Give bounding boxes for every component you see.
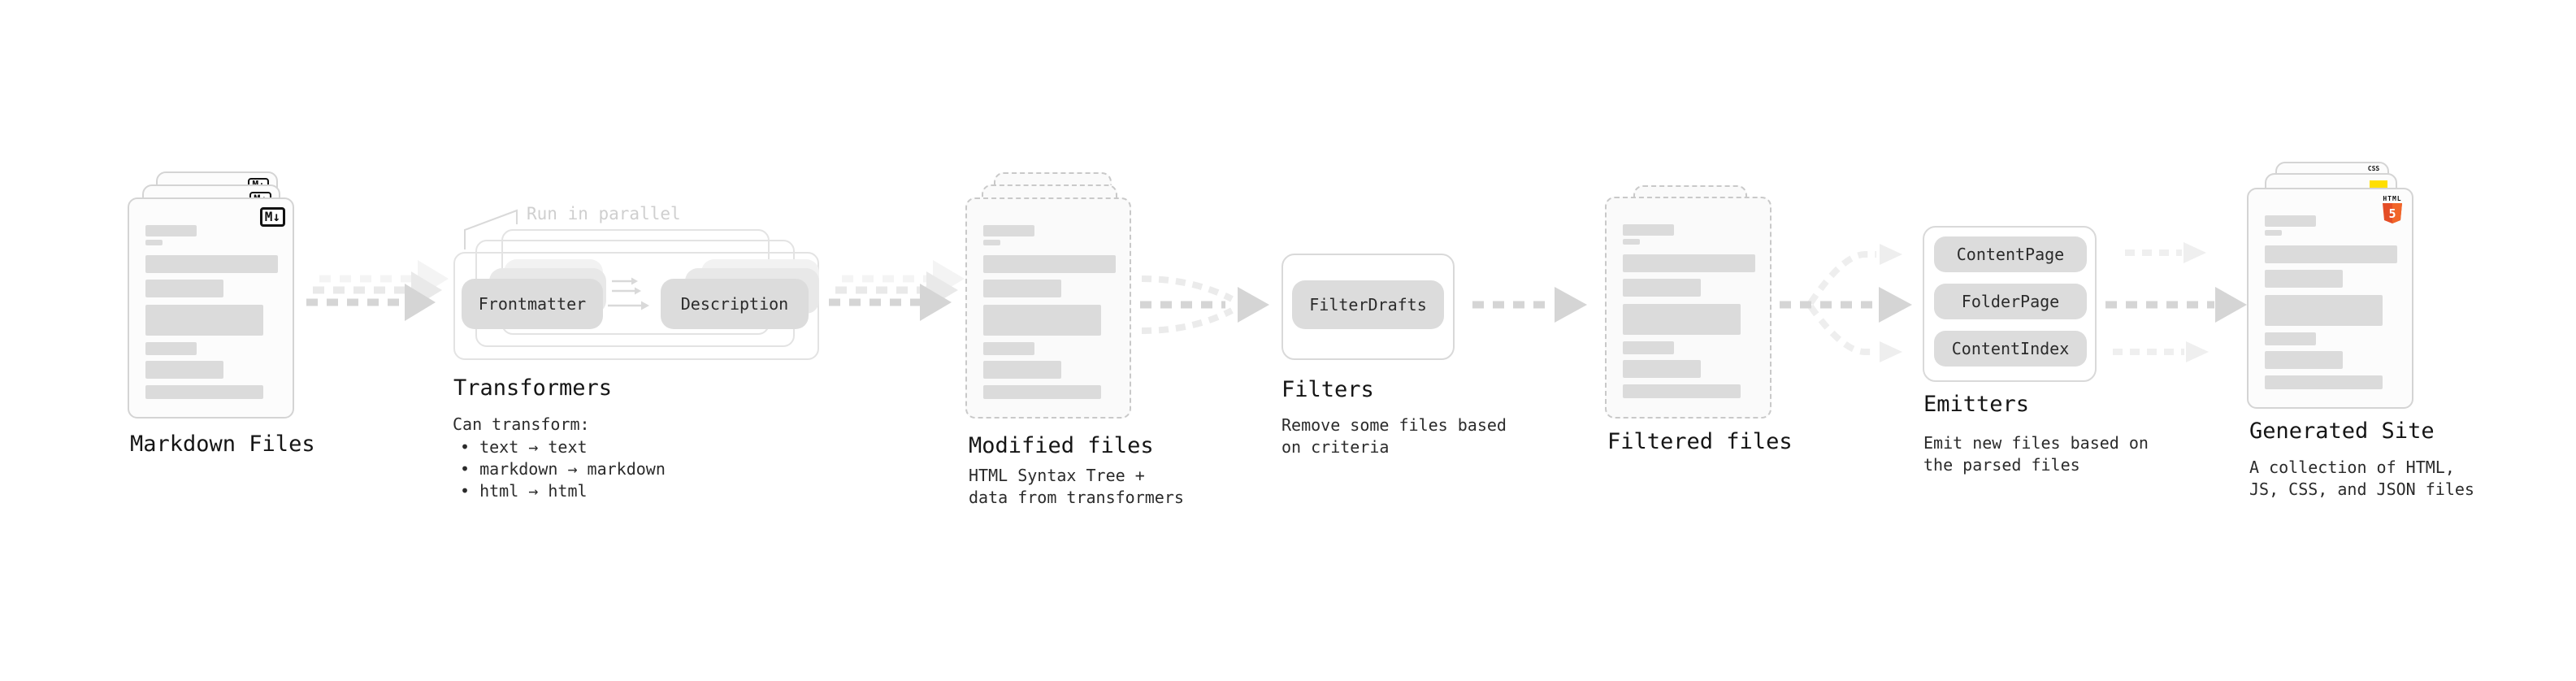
transformers-bullet: • markdown → markdown (460, 459, 666, 479)
frontmatter-pill: Frontmatter (462, 279, 603, 329)
generated-site-desc: JS, CSS, and JSON files (2249, 479, 2474, 499)
doc-text-bar (983, 385, 1101, 399)
svg-text:5: 5 (2388, 206, 2396, 221)
emitters-desc: Emit new files based on (1923, 433, 2149, 453)
html5-icon: HTML 5 (2381, 195, 2404, 228)
doc-text-bar (145, 361, 223, 379)
doc-text-bar (2265, 215, 2316, 227)
modified-file-card-front (965, 197, 1131, 419)
arrow-transformers-to-modified (829, 260, 965, 321)
doc-text-bar (983, 361, 1061, 379)
doc-text-bar (1623, 279, 1701, 297)
transformers-desc-heading: Can transform: (453, 414, 590, 434)
doc-text-bar (983, 225, 1034, 236)
transformers-bullet: • html → html (460, 481, 588, 501)
modified-files-desc: HTML Syntax Tree + (969, 466, 1145, 485)
doc-text-bar (1623, 304, 1741, 335)
doc-text-bar (145, 342, 197, 355)
arrow-emitters-to-generated (2105, 242, 2247, 362)
doc-text-bar (983, 342, 1034, 355)
doc-text-bar (983, 280, 1061, 297)
doc-text-bar (145, 255, 278, 273)
doc-text-bar (2265, 351, 2343, 369)
markdown-file-card-front: M↓ (128, 197, 294, 419)
filtered-file-card-front (1605, 197, 1772, 419)
folderpage-pill: FolderPage (1934, 284, 2087, 319)
doc-text-bar (145, 240, 163, 245)
doc-text-bar (2265, 375, 2383, 389)
doc-text-bar (2265, 230, 2282, 236)
filters-desc: on criteria (1281, 437, 1390, 457)
description-pill: Description (661, 279, 809, 329)
contentpage-pill: ContentPage (1934, 236, 2087, 272)
markdown-icon: M↓ (259, 207, 285, 227)
doc-text-bar (2265, 295, 2383, 326)
js-icon (2370, 180, 2387, 189)
transformer-box-front (453, 252, 819, 360)
filters-title: Filters (1281, 377, 1374, 402)
filters-desc: Remove some files based (1281, 415, 1507, 435)
emitters-title: Emitters (1923, 392, 2030, 417)
pill-flow-arrows (608, 277, 649, 310)
arrow-markdown-to-transformers (306, 260, 449, 321)
run-in-parallel-leader-line (464, 209, 518, 249)
doc-text-bar (983, 255, 1116, 273)
run-in-parallel-note: Run in parallel (527, 204, 681, 223)
generated-file-card-html: HTML 5 (2247, 188, 2413, 409)
doc-text-bar (1623, 341, 1674, 354)
markdown-files-title: Markdown Files (130, 432, 315, 457)
arrow-filtered-to-emitters (1780, 244, 1912, 362)
filterdrafts-pill: FilterDrafts (1292, 280, 1444, 329)
contentindex-pill: ContentIndex (1934, 331, 2087, 367)
generated-site-title: Generated Site (2249, 419, 2435, 444)
doc-text-bar (2265, 332, 2316, 345)
doc-text-bar (983, 240, 1000, 245)
doc-text-bar (1623, 384, 1741, 398)
doc-text-bar (145, 280, 223, 297)
filtered-files-title: Filtered files (1607, 429, 1793, 454)
generated-site-desc: A collection of HTML, (2249, 458, 2455, 477)
modified-files-desc: data from transformers (969, 488, 1184, 507)
modified-files-title: Modified files (969, 433, 1154, 458)
doc-text-bar (145, 225, 197, 236)
doc-text-bar (1623, 224, 1674, 236)
doc-text-bar (983, 305, 1101, 336)
doc-text-bar (145, 305, 263, 336)
doc-text-bar (2265, 270, 2343, 288)
arrow-modified-to-filters (1140, 275, 1269, 334)
transformers-bullet: • text → text (460, 437, 588, 457)
emitters-desc: the parsed files (1923, 455, 2080, 475)
transformers-title: Transformers (453, 375, 613, 401)
doc-text-bar (145, 385, 263, 399)
arrow-filters-to-filtered (1472, 287, 1587, 323)
doc-text-bar (1623, 360, 1701, 378)
doc-text-bar (1623, 254, 1755, 272)
doc-text-bar (2265, 245, 2397, 263)
doc-text-bar (1623, 239, 1640, 245)
